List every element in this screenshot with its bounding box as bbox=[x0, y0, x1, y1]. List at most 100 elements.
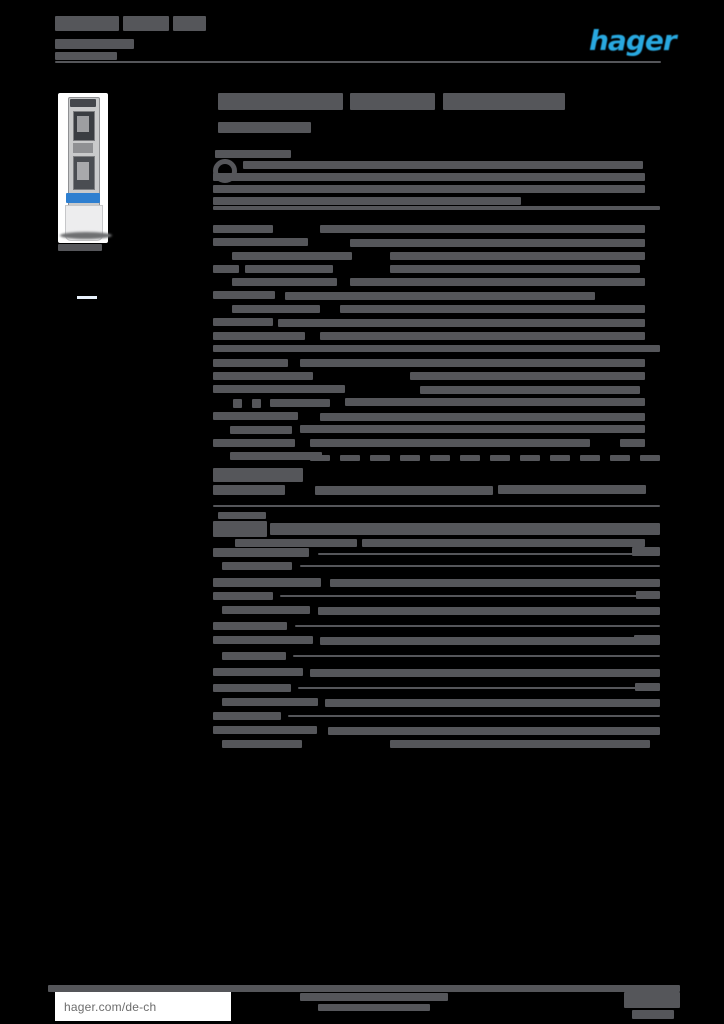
footer-url-box: hager.com/de-ch bbox=[55, 992, 231, 1021]
redacted-text-bar bbox=[328, 727, 660, 735]
redacted-text-bar bbox=[300, 993, 448, 1001]
product-blue-label bbox=[66, 193, 100, 299]
redacted-text-bar bbox=[293, 655, 660, 657]
redacted-text-bar bbox=[370, 455, 390, 461]
redacted-text-bar bbox=[410, 372, 645, 380]
redacted-text-bar bbox=[490, 455, 510, 461]
redacted-text-bar bbox=[213, 372, 313, 380]
product-photo bbox=[58, 93, 112, 299]
redacted-text-bar bbox=[215, 150, 291, 158]
product-top-cap bbox=[70, 99, 96, 107]
redacted-text-bar bbox=[632, 547, 660, 556]
redacted-text-bar bbox=[222, 698, 318, 706]
redacted-text-bar bbox=[610, 455, 630, 461]
redacted-text-bar bbox=[634, 635, 660, 643]
redacted-text-bar bbox=[270, 399, 330, 407]
redacted-text-bar bbox=[213, 412, 298, 420]
redacted-text-bar bbox=[443, 93, 565, 110]
redacted-text-bar bbox=[123, 16, 169, 31]
redacted-text-bar bbox=[620, 439, 645, 447]
redacted-text-bar bbox=[636, 591, 660, 599]
redacted-text-bar bbox=[213, 578, 321, 587]
redacted-text-bar bbox=[213, 548, 309, 557]
redacted-text-bar bbox=[213, 225, 273, 233]
redacted-text-bar bbox=[280, 595, 660, 597]
redacted-text-bar bbox=[362, 539, 645, 547]
redacted-text-bar bbox=[233, 399, 242, 408]
redacted-text-bar bbox=[390, 265, 640, 273]
product-shadow bbox=[60, 232, 112, 239]
redacted-text-bar bbox=[285, 292, 595, 300]
redacted-text-bar bbox=[460, 455, 480, 461]
redacted-text-bar bbox=[222, 562, 292, 570]
redacted-text-bar bbox=[232, 278, 337, 286]
redacted-text-bar bbox=[213, 468, 303, 482]
redacted-text-bar bbox=[213, 197, 521, 205]
redacted-text-bar bbox=[310, 455, 330, 461]
redacted-text-bar bbox=[550, 455, 570, 461]
redacted-text-bar bbox=[213, 622, 287, 630]
redacted-text-bar bbox=[213, 345, 660, 352]
redacted-text-bar bbox=[213, 592, 273, 600]
redacted-text-bar bbox=[430, 455, 450, 461]
redacted-text-bar bbox=[318, 553, 660, 555]
redacted-text-bar bbox=[58, 244, 102, 251]
redacted-text-bar bbox=[520, 455, 540, 461]
redacted-text-bar bbox=[325, 699, 660, 707]
redacted-text-bar bbox=[55, 16, 119, 31]
product-upper-window-inner bbox=[77, 116, 89, 132]
redacted-text-bar bbox=[48, 985, 680, 992]
redacted-text-bar bbox=[232, 252, 352, 260]
redacted-text-bar bbox=[213, 668, 303, 676]
redacted-text-bar bbox=[320, 413, 645, 421]
redacted-text-bar bbox=[213, 726, 317, 734]
redacted-text-bar bbox=[245, 265, 333, 273]
redacted-text-bar bbox=[218, 93, 343, 110]
redacted-text-bar bbox=[213, 385, 345, 393]
redacted-text-bar bbox=[295, 625, 660, 627]
redacted-text-bar bbox=[288, 715, 660, 717]
redacted-text-bar bbox=[330, 579, 660, 587]
redacted-text-bar bbox=[173, 16, 206, 31]
redacted-text-bar bbox=[350, 239, 645, 247]
product-lower-window-inner bbox=[77, 162, 89, 180]
redacted-text-bar bbox=[222, 652, 286, 660]
redacted-text-bar bbox=[320, 332, 645, 340]
redacted-text-bar bbox=[213, 505, 660, 507]
redacted-text-bar bbox=[340, 305, 645, 313]
redacted-text-bar bbox=[55, 39, 134, 49]
redacted-text-bar bbox=[320, 225, 645, 233]
redacted-text-bar bbox=[580, 455, 600, 461]
redacted-text-bar bbox=[218, 512, 266, 519]
redacted-text-bar bbox=[213, 684, 291, 692]
redacted-text-bar bbox=[318, 607, 660, 615]
redacted-text-bar bbox=[213, 521, 267, 537]
product-mid-section bbox=[73, 143, 93, 153]
redacted-text-bar bbox=[55, 61, 661, 63]
redacted-text-bar bbox=[232, 305, 320, 313]
redacted-text-bar bbox=[635, 683, 660, 691]
redacted-text-bar bbox=[350, 93, 435, 110]
redacted-text-bar bbox=[213, 485, 285, 495]
redacted-text-bar bbox=[300, 565, 660, 567]
redacted-text-bar bbox=[640, 455, 660, 461]
redacted-text-bar bbox=[345, 398, 645, 406]
redacted-text-bar bbox=[278, 319, 645, 327]
redacted-text-bar bbox=[252, 399, 261, 408]
hager-logo: hager bbox=[589, 24, 677, 57]
redacted-text-bar bbox=[400, 455, 420, 461]
redacted-text-bar bbox=[270, 523, 660, 535]
redacted-text-bar bbox=[213, 185, 645, 193]
redacted-text-bar bbox=[213, 712, 281, 720]
redacted-text-bar bbox=[213, 359, 288, 367]
redacted-text-bar bbox=[310, 669, 660, 677]
footer-url-link[interactable]: hager.com/de-ch bbox=[64, 999, 157, 1014]
redacted-text-bar bbox=[390, 740, 650, 748]
redacted-text-bar bbox=[350, 278, 645, 286]
redacted-text-bar bbox=[213, 439, 295, 447]
redacted-text-bar bbox=[213, 173, 645, 181]
redacted-text-bar bbox=[213, 206, 660, 210]
redacted-text-bar bbox=[243, 161, 643, 169]
redacted-text-bar bbox=[420, 386, 640, 394]
